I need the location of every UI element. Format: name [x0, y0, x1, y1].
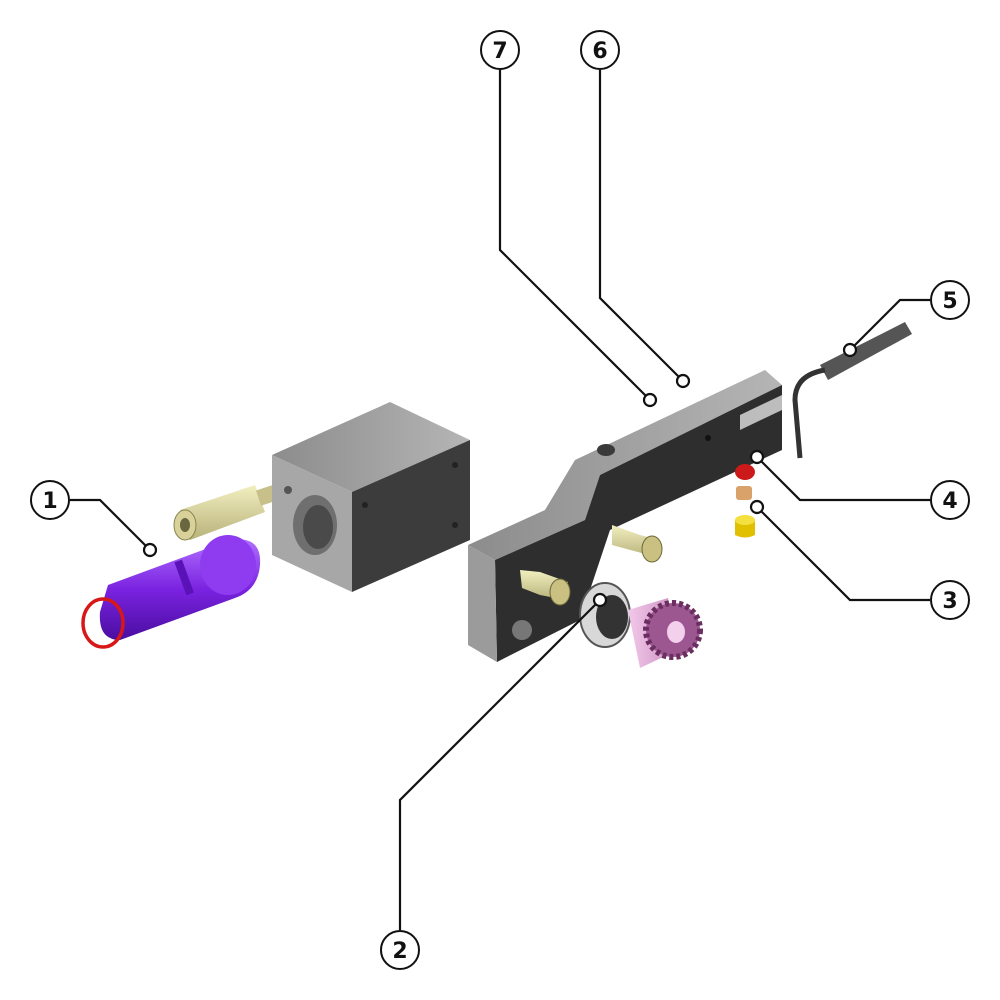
svg-text:7: 7	[492, 39, 507, 64]
callout-1: 1	[30, 480, 70, 520]
part-coupling	[81, 535, 261, 649]
svg-text:4: 4	[942, 489, 957, 514]
callout-2: 2	[380, 930, 420, 970]
svg-text:1: 1	[42, 489, 57, 514]
callout-5: 5	[930, 280, 970, 320]
svg-text:3: 3	[942, 589, 957, 614]
svg-text:6: 6	[592, 39, 607, 64]
callout-6: 6	[580, 30, 620, 70]
leader-lines	[70, 70, 930, 930]
callout-4: 4	[930, 480, 970, 520]
part-bearing-gear	[579, 582, 703, 668]
svg-text:2: 2	[392, 939, 407, 964]
part-screws	[520, 525, 663, 606]
part-plugs	[735, 464, 755, 538]
part-block	[272, 402, 470, 592]
callout-3: 3	[930, 580, 970, 620]
part-sensor	[792, 322, 912, 459]
part-standoff	[173, 484, 280, 541]
callout-7: 7	[480, 30, 520, 70]
svg-text:5: 5	[942, 289, 957, 314]
